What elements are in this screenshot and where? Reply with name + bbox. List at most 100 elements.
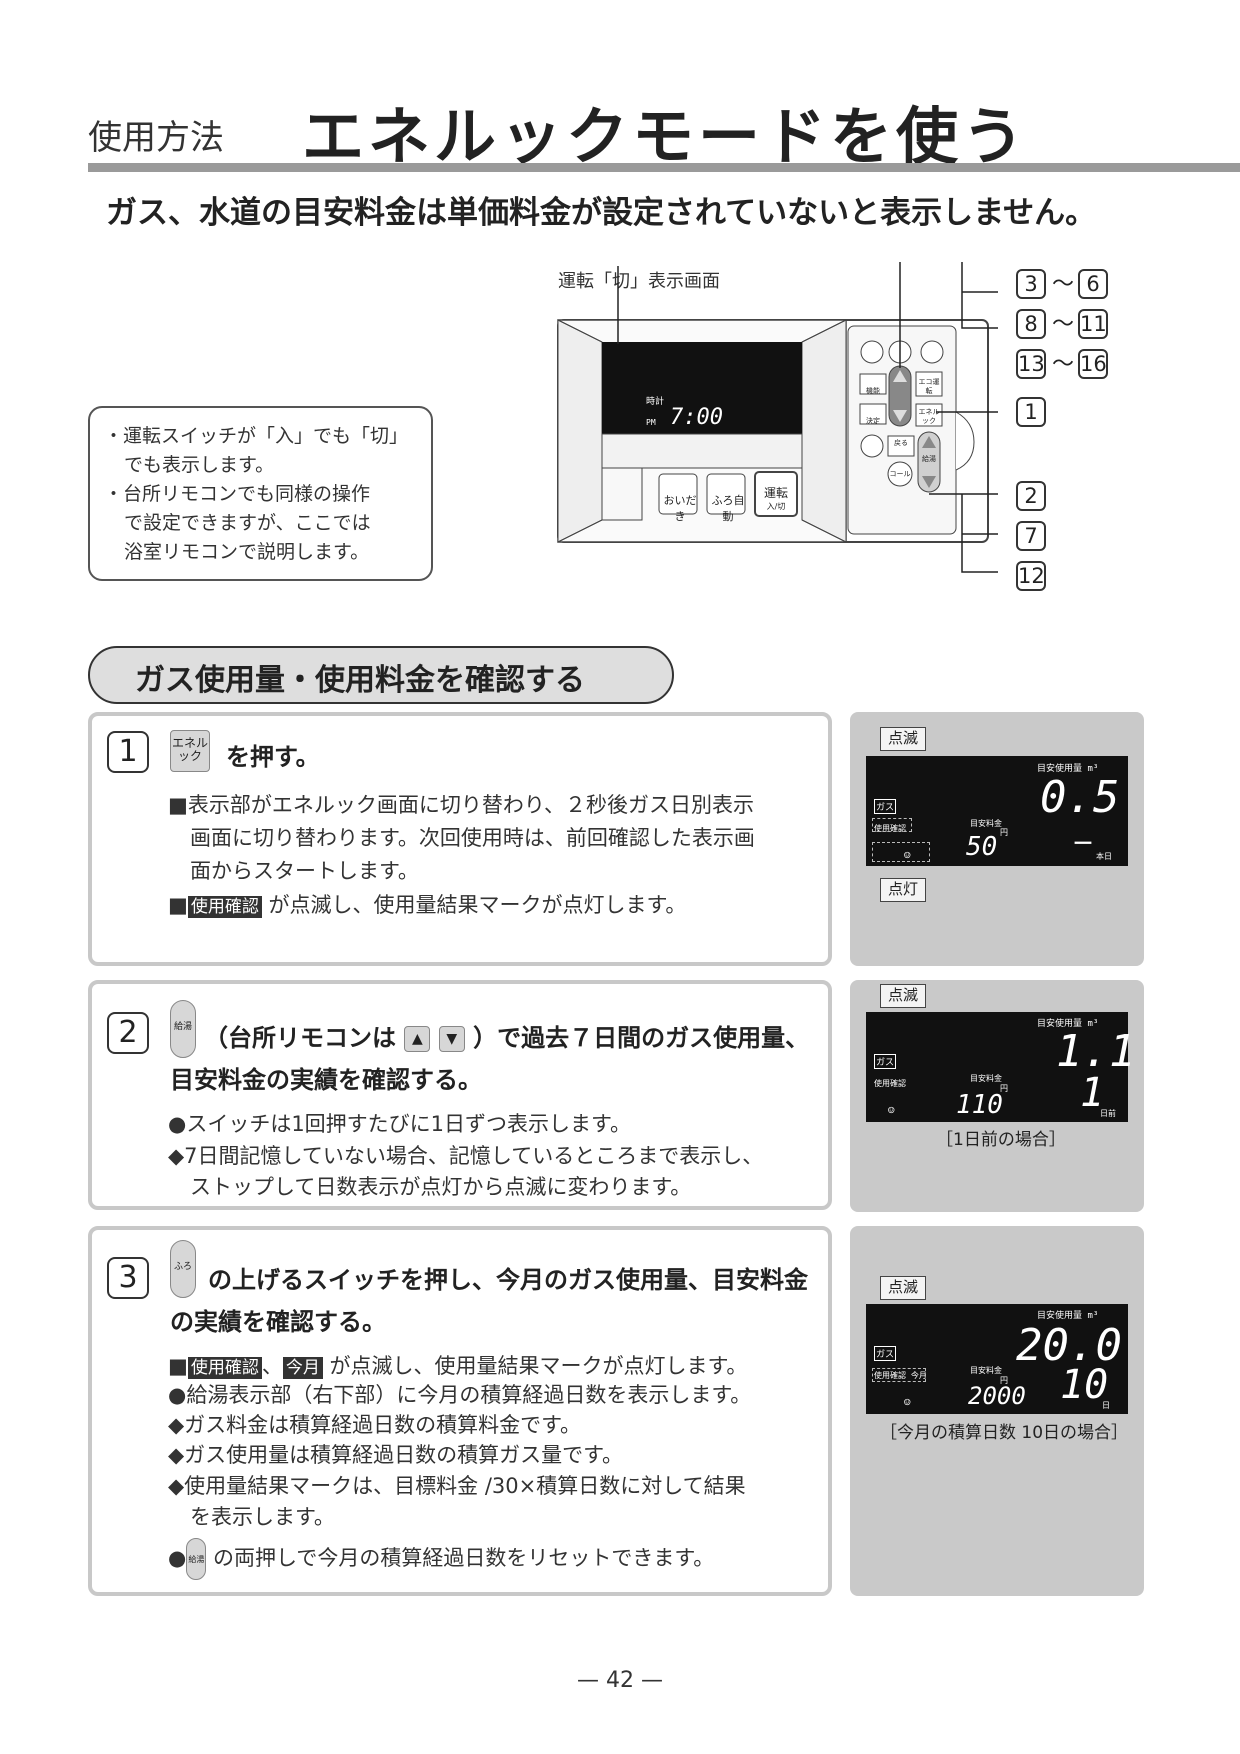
note-line: で設定できますが、ここでは <box>124 512 371 534</box>
lcd-yen: 円 <box>1000 828 1008 837</box>
callout-num: 12 <box>1016 561 1046 591</box>
step-2-heading: （台所リモコンは ▲ ▼ ）で過去７日間のガス使用量、 <box>204 1018 809 1053</box>
callout-top-row1: 3～6 <box>1016 266 1110 299</box>
step-2-number: 2 <box>107 1012 149 1054</box>
callout-tilde: ～ <box>1052 352 1075 377</box>
callout-bottom-row3: 12 <box>1016 561 1048 591</box>
lcd-confirm-mark: 使用確認 <box>874 1079 906 1088</box>
lcd-days-value: 1 <box>1080 1070 1105 1116</box>
step-3-bullet: ●給湯表示部（右下部）に今月の積算経過日数を表示します。 <box>168 1383 752 1407</box>
panel-2-caption: ［1日前の場合］ <box>936 1130 1066 1150</box>
lcd-usage-value: 1.1 <box>1056 1026 1136 1077</box>
lcd-usage-value: 0.5 <box>1040 772 1120 823</box>
step-3-bullet: ◆ガス使用量は積算経過日数の積算ガス量です。 <box>168 1443 624 1467</box>
bullet-text: が点滅し、使用量結果マークが点灯します。 <box>329 1354 748 1378</box>
usage-confirm-tag: 使用確認 <box>187 1357 262 1379</box>
step-2-bullet: ストップして日数表示が点灯から点滅に変わります。 <box>190 1175 692 1199</box>
callout-tilde: ～ <box>1052 272 1075 297</box>
down-key-icon: ▼ <box>438 1026 465 1052</box>
kinou-button[interactable]: 機能 <box>866 387 880 395</box>
callout-bottom-row1: 2 <box>1016 481 1048 511</box>
blink-label: 点滅 <box>880 727 926 751</box>
blink-label: 点滅 <box>880 984 926 1008</box>
eco-button[interactable]: エコ運転 <box>918 378 940 395</box>
step-1-number: 1 <box>107 731 149 773</box>
note-line: 浴室リモコンで説明します。 <box>124 541 370 563</box>
unten-label: 運転 <box>763 486 788 500</box>
bullet-mark: ■ <box>168 893 188 917</box>
usage-confirm-tag: 使用確認 <box>187 896 262 918</box>
callout-num: 1 <box>1016 397 1046 427</box>
lcd-dash: － <box>1072 832 1095 857</box>
lcd-unit: m³ <box>1087 1311 1099 1321</box>
callout-num: 13 <box>1016 349 1046 379</box>
callout-num: 7 <box>1016 521 1046 551</box>
callout-num: 3 <box>1016 269 1046 299</box>
lcd-fee-label: 目安料金 <box>970 1074 1002 1083</box>
kettei-button[interactable]: 決定 <box>866 417 880 425</box>
step-2-box <box>88 980 832 1210</box>
note-line: でも表示します。 <box>124 454 275 476</box>
section-header <box>88 646 674 704</box>
lcd-gas-mark: ガス <box>874 1346 897 1361</box>
header-divider <box>88 163 1240 172</box>
lcd-usage-value: 20.0 <box>1016 1320 1122 1371</box>
page-number: — 42 — <box>577 1668 663 1693</box>
unten-button[interactable]: 運転 入/切 <box>755 484 797 512</box>
remote-caption: 運転「切」表示画面 <box>558 271 720 292</box>
call-button[interactable]: コール <box>889 470 911 478</box>
step-3-bullet: ◆ガス料金は積算経過日数の積算料金です。 <box>168 1413 582 1437</box>
step-2-bullet: ●スイッチは1回押すたびに1日ずつ表示します。 <box>168 1112 631 1136</box>
lcd-label: 目安使用量 m³ <box>1037 761 1098 774</box>
lcd-display-3 <box>866 1304 1128 1414</box>
lcd-yen: 円 <box>1000 1376 1008 1385</box>
bullet-mark: ■ <box>168 1354 188 1378</box>
step-2-heading-line2: 目安料金の実績を確認する。 <box>170 1066 482 1094</box>
lcd-label-text: 目安使用量 <box>1037 1019 1083 1029</box>
step-3-heading: の上げるスイッチを押し、今月のガス使用量、目安料金 <box>208 1266 808 1294</box>
remote-screen-pm: PM <box>646 418 656 427</box>
eneluck-button[interactable]: エネルック <box>918 408 940 425</box>
note-line: ・台所リモコンでも同様の操作 <box>104 483 371 505</box>
bullet-mark: ● <box>168 1546 187 1570</box>
step-3-bullet-last: ●給湯 の両押しで今月の積算経過日数をリセットできます。 <box>168 1538 714 1580</box>
lcd-yen: 円 <box>1000 1084 1008 1093</box>
step-1-bullet: 画面に切り替わります。次回使用時は、前回確認した表示画 <box>190 826 755 850</box>
step-3-bullet: ◆使用量結果マークは、目標料金 /30×積算日数に対して結果 <box>168 1474 746 1498</box>
section-title: ガス使用量・使用料金を確認する <box>135 663 585 698</box>
result-mark-icon: ☺ <box>888 1104 895 1117</box>
eneluck-key-icon: エネルック <box>170 730 210 772</box>
lcd-fee-value: 2000 <box>968 1382 1026 1410</box>
lcd-unit: m³ <box>1087 764 1099 774</box>
furo-updown-key-icon: ふろ <box>170 1240 196 1298</box>
blink-highlight <box>872 818 912 832</box>
up-key-icon: ▲ <box>404 1026 431 1052</box>
lcd-fee-label: 目安料金 <box>970 819 1002 828</box>
lcd-label-text: 目安使用量 <box>1037 764 1083 774</box>
oidaki-button[interactable]: おいだき <box>663 494 697 523</box>
kyuto-button[interactable]: 給湯 <box>922 455 936 463</box>
callout-top-row2: 8～11 <box>1016 306 1110 339</box>
callout-num: 11 <box>1078 309 1109 339</box>
step-1-bullet: 面からスタートします。 <box>190 859 419 883</box>
this-month-tag: 今月 <box>282 1357 323 1379</box>
furo-jidou-button[interactable]: ふろ自動 <box>711 494 745 523</box>
kyuto-key-icon: 給湯 <box>186 1538 207 1580</box>
modoru-button[interactable]: 戻る <box>894 439 908 447</box>
lcd-fee-value: 110 <box>956 1090 1003 1120</box>
callout-top-row3: 13～16 <box>1016 346 1110 379</box>
lcd-label: 目安使用量 m³ <box>1037 1308 1098 1321</box>
result-mark-icon: ☺ <box>904 1396 911 1409</box>
remote-screen-time: 7:00 <box>670 405 723 430</box>
panel-3-caption: ［今月の積算日数 10日の場合］ <box>880 1423 1129 1443</box>
lcd-unit: m³ <box>1087 1019 1099 1029</box>
result-mark-icon: ☺ <box>904 849 911 862</box>
unten-sublabel: 入/切 <box>766 502 786 511</box>
step-1-bullet-2: ■使用確認 が点滅し、使用量結果マークが点灯します。 <box>168 889 686 924</box>
callout-mid: 1 <box>1016 397 1048 427</box>
callout-tilde: ～ <box>1052 312 1075 337</box>
lcd-display-2 <box>866 1012 1128 1122</box>
lcd-confirm-mark: 使用確認 <box>874 824 906 833</box>
section-label: 使用方法 <box>88 118 224 158</box>
callout-num: 2 <box>1016 481 1046 511</box>
